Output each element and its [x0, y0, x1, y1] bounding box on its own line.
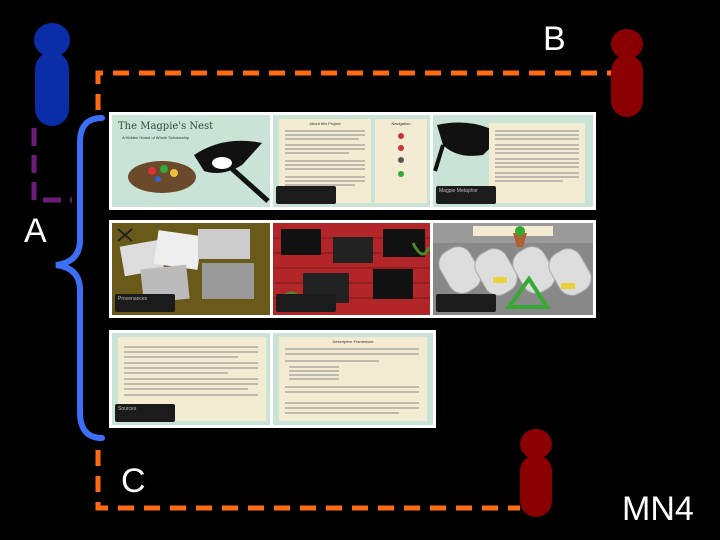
red-person-figure-top [611, 29, 643, 117]
thumbnail-brick-wall[interactable] [270, 220, 436, 318]
nav-icons [398, 133, 404, 177]
text-lines [285, 130, 365, 186]
bottom-dashed-path [95, 450, 520, 511]
nav-heading: Navigation [391, 121, 411, 126]
thumbnail-scrolls[interactable] [430, 220, 596, 318]
thumbnail-title: The Magpie's Nest [118, 121, 214, 132]
magpie-illustration [433, 122, 585, 203]
nav-panel: Navigation [375, 119, 427, 203]
red-person-figure-bottom [520, 429, 552, 517]
top-dashed-path [95, 70, 612, 110]
framework-text-lines [285, 348, 419, 414]
thumbnail-about-project[interactable]: About this Project Navigation [270, 112, 436, 210]
sources-text-lines [124, 346, 258, 396]
panel-heading: About this Project [309, 121, 341, 126]
photo-collage [117, 228, 254, 304]
label-c: C [121, 462, 146, 500]
thumbnail-caption: Provenances [115, 294, 175, 312]
caption-title: Provenances [118, 296, 148, 302]
caption-title: Sources [118, 406, 137, 412]
thumbnail-caption: Sources [115, 404, 175, 422]
curly-brace [55, 115, 105, 441]
thumbnail-caption [436, 294, 496, 312]
thumbnail-caption [276, 294, 336, 312]
thumbnail-caption [276, 186, 336, 204]
thumbnail-sources[interactable]: Sources [109, 330, 275, 428]
thumbnail-subtitle: A Hidden Hoard of Whole Scholarship [122, 135, 190, 140]
scrolls-illustration [433, 223, 593, 309]
magpie-nest-illustration [128, 140, 270, 203]
blue-person-figure [34, 23, 70, 126]
thumbnail-caption: Magpie Metaphor [436, 186, 496, 204]
thumbnail-title-slide[interactable]: The Magpie's Nest A Hidden Hoard of Whol… [109, 112, 275, 210]
label-a: A [24, 212, 47, 250]
label-mn4: MN4 [622, 490, 694, 528]
caption-title: Magpie Metaphor [439, 188, 478, 194]
panel-heading: Descriptive Framework [332, 339, 374, 344]
label-b: B [543, 20, 566, 58]
purple-dashed-bracket [31, 128, 72, 203]
thumbnail-provenances[interactable]: Provenances [109, 220, 275, 318]
thumbnail-descriptive-framework[interactable]: Descriptive Framework [270, 330, 436, 428]
thumbnail-magpie-metaphor[interactable]: Magpie Metaphor [430, 112, 596, 210]
